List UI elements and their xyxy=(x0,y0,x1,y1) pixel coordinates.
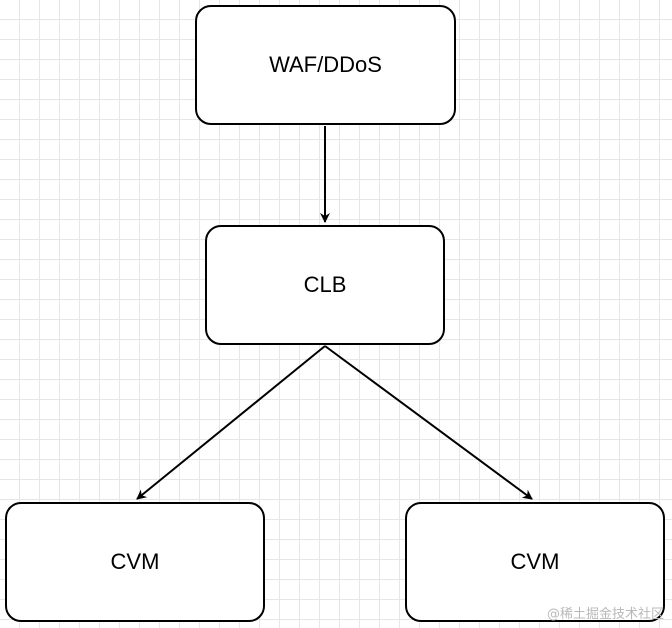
node-waf-ddos[interactable]: WAF/DDoS xyxy=(195,5,456,125)
node-waf-ddos-label: WAF/DDoS xyxy=(269,52,382,77)
node-cvm-left-label: CVM xyxy=(110,549,160,574)
watermark: @稀土掘金技术社区 xyxy=(546,607,664,622)
node-cvm-right[interactable]: CVM xyxy=(405,502,665,622)
edge-clb-to-cvm-right xyxy=(324,345,533,500)
node-clb-label: CLB xyxy=(303,272,347,297)
node-cvm-left[interactable]: CVM xyxy=(5,502,265,622)
node-clb[interactable]: CLB xyxy=(205,225,445,345)
node-cvm-right-label: CVM xyxy=(510,549,560,574)
edge-clb-to-cvm-left xyxy=(136,345,326,500)
